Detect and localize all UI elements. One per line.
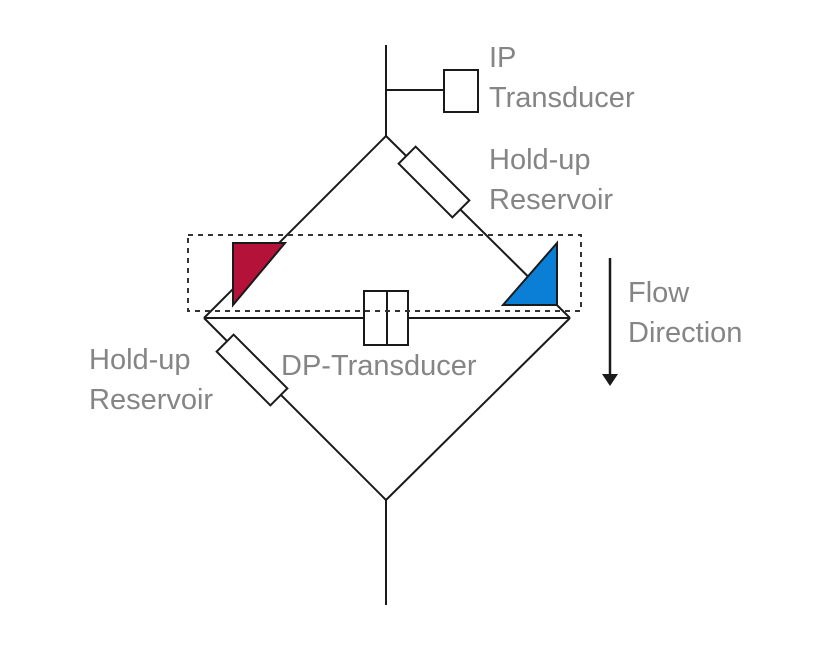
flow-direction-arrow-head — [602, 374, 618, 386]
flow-direction-label: Flow Direction — [628, 273, 742, 353]
holdup-reservoir-bottom-box — [215, 333, 289, 407]
dp-transducer-box — [363, 290, 409, 346]
red-marker-triangle — [232, 242, 288, 308]
dp-transducer-label: DP-Transducer — [281, 350, 477, 382]
upper-left-pipe — [203, 135, 387, 319]
flow-direction-line2: Direction — [628, 317, 743, 349]
ip-transducer-box — [443, 69, 479, 113]
ip-transducer-label-line1: IP — [489, 42, 517, 74]
holdup-reservoir-top-line2: Reservoir — [489, 184, 614, 216]
holdup-reservoir-top-label: Hold-up Reservoir — [489, 140, 613, 220]
lower-right-pipe — [385, 317, 571, 501]
blue-marker-triangle — [500, 240, 558, 306]
flow-direction-line1: Flow — [628, 277, 690, 309]
holdup-reservoir-top-box — [397, 145, 471, 219]
holdup-reservoir-bottom-line1: Hold-up — [89, 344, 191, 376]
ip-transducer-label-line2: Transducer — [489, 82, 635, 114]
ip-transducer-label: IP Transducer — [489, 38, 635, 118]
measurement-zone-dashed-box — [187, 234, 582, 312]
holdup-reservoir-bottom-line2: Reservoir — [89, 384, 214, 416]
holdup-reservoir-bottom-label: Hold-up Reservoir — [89, 340, 213, 420]
holdup-reservoir-top-line1: Hold-up — [489, 144, 591, 176]
